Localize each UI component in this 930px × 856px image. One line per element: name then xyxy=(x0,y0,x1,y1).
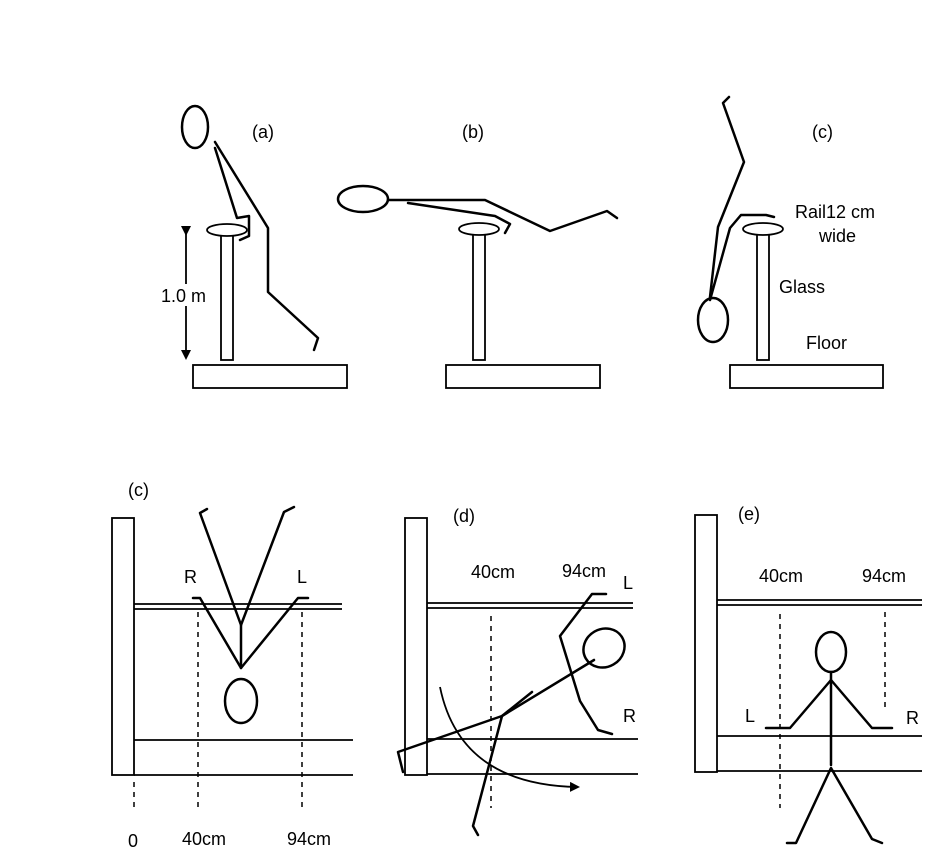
leg xyxy=(471,690,534,837)
glass-pillar xyxy=(472,232,486,361)
panel-label-d: (d) xyxy=(453,506,475,526)
rotation-arrow xyxy=(439,686,580,792)
glass-label: Glass xyxy=(779,277,825,297)
stick-figure xyxy=(396,592,626,837)
arm xyxy=(406,201,512,235)
panel-label-e: (e) xyxy=(738,504,760,524)
body-leg xyxy=(213,140,320,352)
tick-label-40cm: 40cm xyxy=(759,566,803,586)
left-hand-label: L xyxy=(297,567,307,587)
arms xyxy=(764,678,894,730)
stick-figure xyxy=(696,95,776,344)
glass-pillar xyxy=(756,232,770,361)
head xyxy=(582,627,626,669)
tick-label-94cm: 94cm xyxy=(862,566,906,586)
arm xyxy=(558,592,614,736)
tick-label-0: 0 xyxy=(128,831,138,851)
panel-d: (d) 40cm 94cm L R xyxy=(396,506,638,837)
body xyxy=(396,658,596,774)
right-hand-label: R xyxy=(623,706,636,726)
rail-label: Rail12 cm xyxy=(795,202,875,222)
rail-top xyxy=(742,222,784,236)
panel-label-a: (a) xyxy=(252,122,274,142)
head xyxy=(814,630,848,674)
body-leg xyxy=(386,198,619,233)
arms xyxy=(191,596,310,670)
arm xyxy=(213,146,251,242)
height-label: 1.0 m xyxy=(161,286,206,306)
panel-label-b: (b) xyxy=(462,122,484,142)
panel-c-top: (c) Rail12 cm wide Glass Floor xyxy=(696,95,884,389)
panel-c-bottom: (c) R L 0 40cm 94cm xyxy=(111,480,353,851)
rail-label-wide: wide xyxy=(818,226,856,246)
wall xyxy=(111,517,135,776)
legs xyxy=(198,505,296,627)
left-hand-label: L xyxy=(745,706,755,726)
floor-base xyxy=(445,364,601,389)
floor-label: Floor xyxy=(806,333,847,353)
right-hand-label: R xyxy=(906,708,919,728)
tick-label-94cm: 94cm xyxy=(562,561,606,581)
floor-base xyxy=(729,364,884,389)
panel-b: (b) xyxy=(336,122,619,389)
arm xyxy=(708,213,776,302)
tick-label-40cm: 40cm xyxy=(471,562,515,582)
panel-e: (e) 40cm 94cm L R xyxy=(694,504,922,845)
head xyxy=(180,104,210,150)
head xyxy=(696,296,730,344)
wall xyxy=(694,514,718,773)
panel-label-c-top: (c) xyxy=(812,122,833,142)
right-hand-label: R xyxy=(184,567,197,587)
tick-label-40cm: 40cm xyxy=(182,829,226,849)
glass-pillar xyxy=(220,232,234,361)
stick-figure xyxy=(336,184,619,235)
floor-base xyxy=(192,364,348,389)
head xyxy=(336,184,390,214)
panel-a: 1.0 m (a) xyxy=(160,104,348,389)
stick-figure xyxy=(764,630,894,845)
body-leg xyxy=(708,95,746,299)
tick-label-94cm: 94cm xyxy=(287,829,331,849)
rail-top xyxy=(458,222,500,236)
stick-figure xyxy=(191,505,310,725)
left-hand-label: L xyxy=(623,573,633,593)
wall xyxy=(404,517,428,776)
legs xyxy=(785,766,884,845)
panel-label-c-bottom: (c) xyxy=(128,480,149,500)
stick-figure xyxy=(180,104,320,352)
rail-top xyxy=(206,223,248,237)
head xyxy=(223,677,259,725)
